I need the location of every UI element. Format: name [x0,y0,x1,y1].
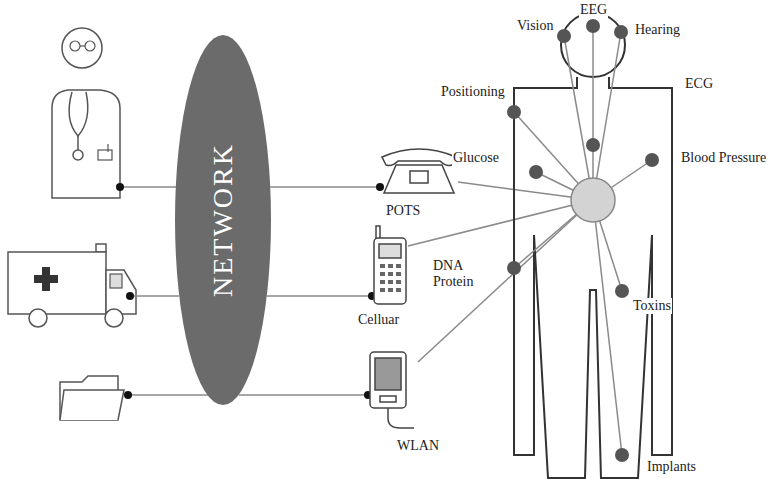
network-connector [267,295,372,297]
phone-key [396,280,401,284]
folder-flap [60,390,124,420]
sensor-dot [614,25,628,39]
phone-key [388,288,393,292]
sensor-dot [645,153,659,167]
ambulance-wheel [29,309,47,327]
network-wire [130,295,179,297]
sensor-dot [615,448,629,462]
phone-handset [382,149,456,166]
ambulance-body [8,252,106,314]
phone-key [380,272,385,276]
pda-button [380,396,396,402]
phone-key [396,288,401,292]
sensor-label: Blood Pressure [680,150,767,166]
phone-key [396,272,401,276]
cell-icon [372,226,408,306]
stethoscope [69,92,88,136]
body-link [418,200,593,362]
ambulance-wheel [105,309,123,327]
ambulance-cross [42,267,50,291]
stethoscope [77,136,79,150]
sensor-label: Toxins [632,298,672,314]
sensor-dot [586,19,600,33]
sensor-label: Hearing [634,22,681,38]
sensor-label: Implants [646,459,697,475]
sensor-label: Glucose [452,150,500,166]
phone-key [388,264,393,268]
sensor-line [593,32,621,200]
sensor-dot [557,29,571,43]
network-wire [128,394,208,396]
port-dot [116,183,124,191]
phone-key [380,280,385,284]
cellphone-device: Celluar [372,226,408,306]
sensor-label: Vision [516,18,555,34]
network-connector [270,186,380,188]
pda-body [370,352,406,408]
sensor-dot [507,105,521,119]
device-label: WLAN [397,438,439,454]
sensor-label: Positioning [440,84,506,100]
sensor-label: ECG [684,76,714,92]
network-ellipse [175,35,271,405]
pots-icon [380,145,458,195]
phone-base [384,165,454,193]
sensor-line [593,200,622,455]
device-label: Celluar [358,312,399,328]
doctor-head [62,28,102,68]
sensor-label: DNA Protein [432,258,486,290]
doctor-glasses [70,41,80,51]
sensor-label: EEG [579,2,608,18]
phone-key [380,288,385,292]
ambulance-window [110,274,122,288]
network-wire [120,186,177,188]
phone-body [374,238,406,304]
telephone-device: POTS [380,145,458,195]
ambulance-cab [106,270,136,314]
phone-key [380,264,385,268]
port-dot [376,183,384,191]
network-connector [239,394,368,396]
pda-screen [375,358,401,390]
wlan-device: WLAN [368,352,416,432]
sensor-line [564,36,593,200]
doctor-coat [52,90,120,198]
wlan-icon [368,352,416,432]
sensor-dot [615,284,629,298]
phone-key [388,280,393,284]
device-cable [388,408,414,428]
network-label: NETWORK [208,143,238,297]
body-hub [571,178,615,222]
sensor-dot [586,138,600,152]
port-dot [124,391,132,399]
phone-keypad [410,171,428,183]
sensor-dot [529,165,543,179]
sensor-dot [507,261,521,275]
sensor-line [592,26,594,200]
phone-key [396,264,401,268]
doctor-glasses [85,41,95,51]
port-dot [126,292,134,300]
phone-screen [379,244,401,258]
ambulance-siren [96,244,106,252]
doctor-pen [107,144,108,152]
doctor-glasses [80,45,85,46]
stethoscope [73,150,83,160]
network-cloud: NETWORK [175,35,271,405]
device-label: POTS [386,203,420,219]
phone-key [388,272,393,276]
doctor-pocket [98,150,112,160]
